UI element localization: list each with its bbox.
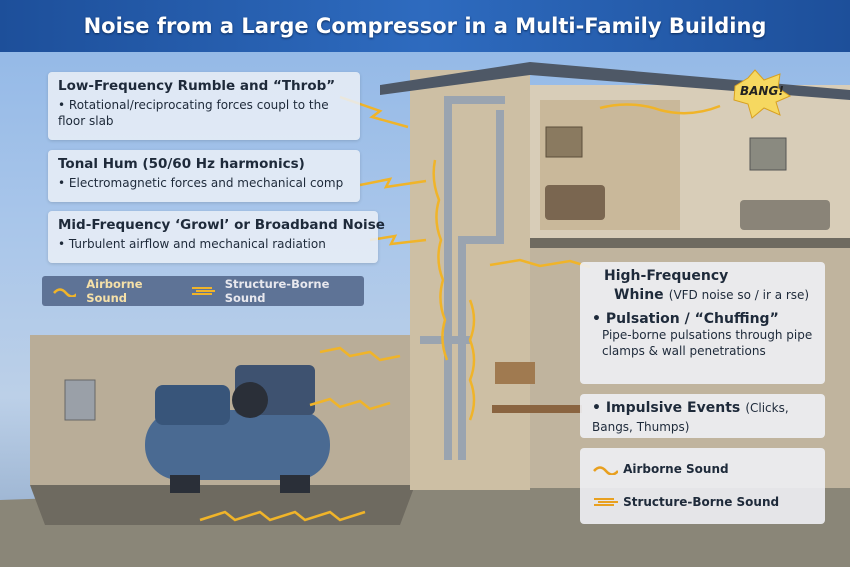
sofa [545, 185, 605, 220]
panel-impulsive-events: • Impulsive Events (Clicks, Bangs, Thump… [580, 394, 825, 438]
building-wall [410, 70, 530, 490]
panel-bullet: • Rotational/reciprocating forces coupl … [58, 98, 329, 128]
panel-high-frequency-pulsation: High-Frequency Whine (VFD noise so / ir … [580, 262, 825, 384]
sound-waves [199, 95, 721, 522]
panel-low-frequency: Low-Frequency Rumble and “Throb” • Rotat… [48, 72, 360, 140]
impulsive-note: (Clicks, Bangs, Thumps) [592, 401, 789, 434]
panel-tonal-hum: Tonal Hum (50/60 Hz harmonics) • Electro… [48, 150, 360, 202]
panel-heading: Mid-Frequency ‘Growl’ or Broadband Noise [58, 217, 385, 233]
wall-painting [545, 126, 583, 158]
structure-borne-sound-icon [594, 497, 618, 506]
legend-airborne-label: Airborne Sound [86, 277, 143, 305]
airborne-sound-icon [53, 288, 77, 297]
whine-note: (VFD noise so / ir a rse) [668, 288, 810, 302]
roof [380, 62, 850, 100]
legend-airborne-label: Airborne Sound [623, 462, 729, 476]
panel-bullet: • Turbulent airflow and mechanical radia… [58, 237, 326, 251]
whine-title: Whine [614, 287, 664, 303]
legend-structure-label: Structure-Borne Sound [224, 277, 330, 305]
impulsive-title: • Impulsive Events [592, 400, 741, 416]
workbench [492, 405, 582, 413]
airborne-sound-icon [593, 465, 618, 475]
legend-structure-label: Structure-Borne Sound [623, 495, 780, 509]
bang-label: BANG! [740, 84, 784, 98]
bang-burst [733, 69, 792, 119]
structure-borne-sound-icon [192, 287, 215, 295]
air-compressor [64, 365, 330, 493]
panel-mid-frequency: Mid-Frequency ‘Growl’ or Broadband Noise… [48, 211, 385, 263]
pulsation-title: • Pulsation / “Chuffing” [592, 311, 779, 327]
title-bar: Noise from a Large Compressor in a Multi… [0, 0, 850, 52]
pulsation-text: Pipe-borne pulsations through pipe clamp… [602, 328, 813, 358]
panel-heading: Low-Frequency Rumble and “Throb” [58, 78, 336, 94]
legend-bottom: Airborne Sound Structure-Borne Sound [580, 448, 825, 524]
high-frequency-title: High-Frequency [604, 268, 729, 284]
panel-bullet: • Electromagnetic forces and mechanical … [58, 176, 344, 190]
panel-heading: Tonal Hum (50/60 Hz harmonics) [58, 156, 305, 172]
pipes [420, 96, 505, 460]
page-title: Noise from a Large Compressor in a Multi… [83, 14, 767, 38]
legend-top: Airborne Sound Structure-Borne Sound [42, 276, 364, 306]
